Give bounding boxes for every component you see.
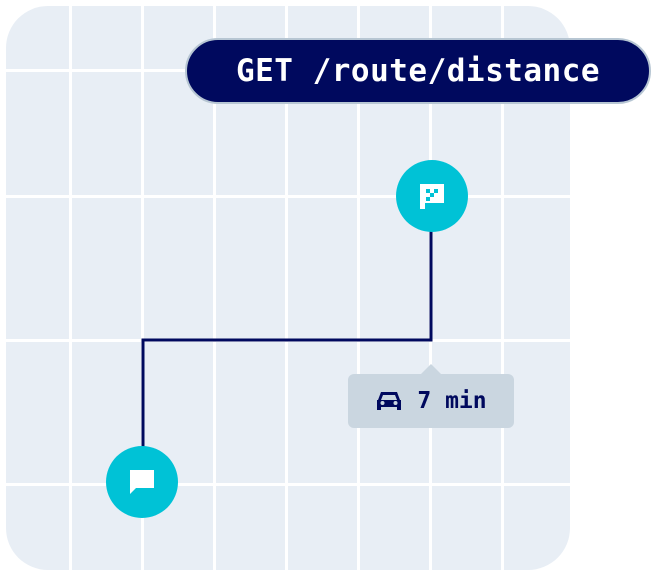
map-grid-line — [6, 339, 570, 342]
map-grid-line — [69, 6, 72, 570]
origin-marker[interactable] — [106, 446, 178, 518]
destination-marker[interactable] — [396, 160, 468, 232]
chat-bubble-icon — [130, 470, 154, 494]
car-icon — [375, 388, 403, 414]
api-endpoint-label: GET /route/distance — [185, 38, 651, 104]
eta-text: 7 min — [417, 388, 487, 414]
map-grid-line — [6, 195, 570, 198]
map-grid-line — [501, 6, 504, 570]
eta-badge: 7 min — [348, 364, 514, 428]
map-grid-line — [6, 483, 570, 486]
checkered-flag-icon — [420, 184, 444, 209]
